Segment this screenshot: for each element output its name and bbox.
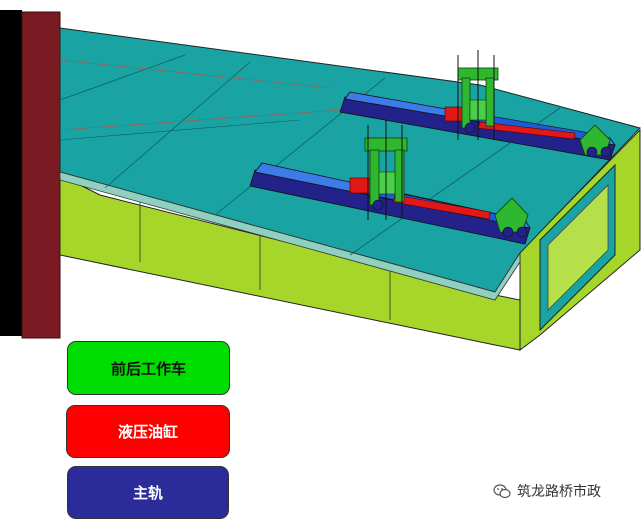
upper-rear-cart <box>579 124 612 158</box>
lower-front-cart <box>364 120 408 220</box>
pier-black-face <box>0 10 22 336</box>
upper-front-cart <box>457 50 499 140</box>
lower-rear-cart <box>494 197 529 238</box>
legend-hydraulic-cylinder: 液压油缸 <box>66 405 230 458</box>
upper-track-assembly <box>339 50 616 161</box>
legend-front-rear-cart: 前后工作车 <box>67 341 230 395</box>
lower-track-assembly <box>249 120 531 245</box>
watermark: 筑龙路桥市政 <box>493 481 601 501</box>
watermark-text: 筑龙路桥市政 <box>517 484 601 500</box>
wechat-icon <box>493 483 511 498</box>
legend-main-rail: 主轨 <box>67 466 229 519</box>
girder-side <box>59 128 641 351</box>
pier-column <box>21 11 61 339</box>
